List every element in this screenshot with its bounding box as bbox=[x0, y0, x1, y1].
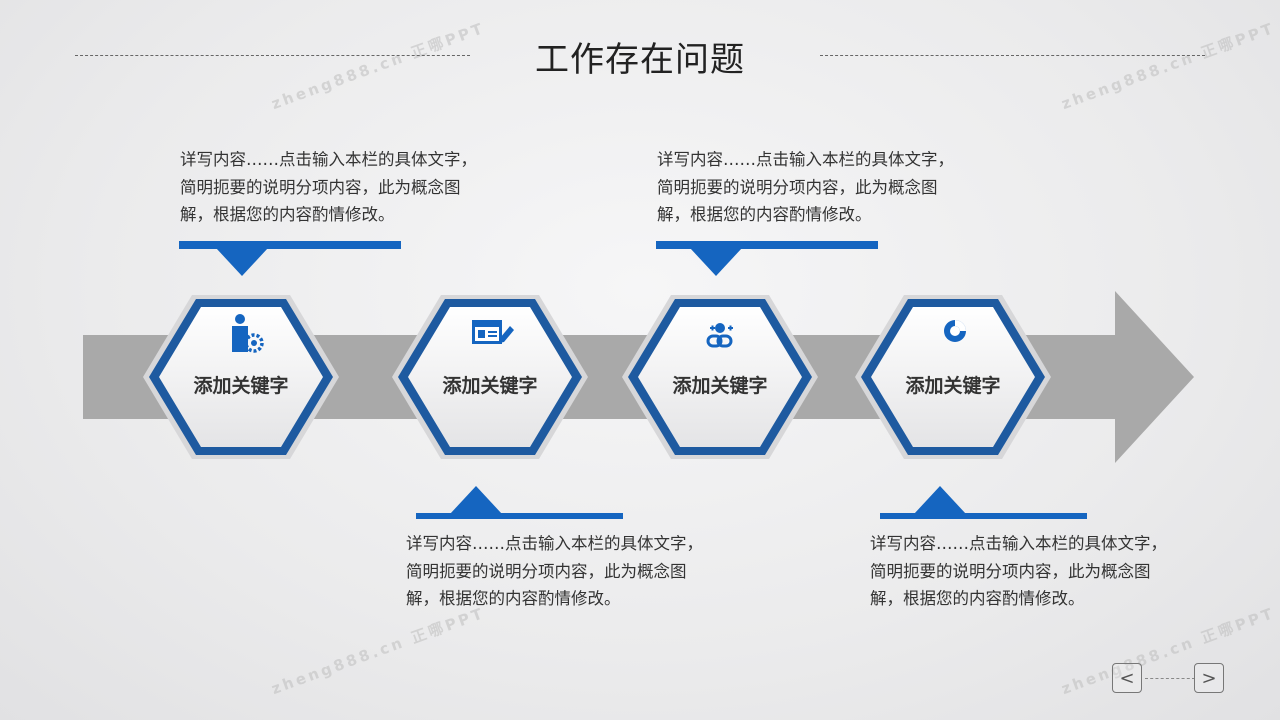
description-4: 详写内容……点击输入本栏的具体文字，简明扼要的说明分项内容，此为概念图解，根据您… bbox=[870, 534, 1167, 608]
description-1: 详写内容……点击输入本栏的具体文字，简明扼要的说明分项内容，此为概念图解，根据您… bbox=[180, 150, 477, 224]
person-gear-icon bbox=[232, 314, 264, 353]
prev-slide-button[interactable]: < bbox=[1112, 663, 1142, 693]
pointer-triangle bbox=[216, 248, 268, 276]
hexagon-2-label: 添加关键字 bbox=[442, 375, 538, 397]
hexagon-4-label: 添加关键字 bbox=[905, 375, 1001, 397]
browser-edit-icon bbox=[472, 320, 514, 344]
hexagon-1-label: 添加关键字 bbox=[193, 375, 289, 397]
hexagon-3 bbox=[622, 295, 818, 459]
description-2: 详写内容……点击输入本栏的具体文字，简明扼要的说明分项内容，此为概念图解，根据您… bbox=[406, 534, 703, 608]
title-divider-left bbox=[75, 55, 470, 56]
pointer-bar bbox=[880, 513, 1087, 519]
hexagon-3-label: 添加关键字 bbox=[672, 375, 768, 397]
pointer-bar bbox=[416, 513, 623, 519]
link-plus-icon bbox=[706, 323, 733, 348]
title-divider-right bbox=[820, 55, 1205, 56]
hexagon-2 bbox=[392, 295, 588, 459]
pie-chart-icon bbox=[944, 320, 966, 342]
pointer-bar bbox=[656, 241, 878, 249]
pointer-triangle bbox=[914, 486, 966, 514]
pointer-triangle bbox=[450, 486, 502, 514]
description-3: 详写内容……点击输入本栏的具体文字，简明扼要的说明分项内容，此为概念图解，根据您… bbox=[657, 150, 954, 224]
pointer-bar bbox=[179, 241, 401, 249]
page-title: 工作存在问题 bbox=[535, 40, 745, 80]
hexagon-1 bbox=[143, 295, 339, 459]
pointer-triangle bbox=[690, 248, 742, 276]
nav-divider bbox=[1145, 678, 1195, 679]
next-slide-button[interactable]: > bbox=[1194, 663, 1224, 693]
hexagon-4 bbox=[855, 295, 1051, 459]
